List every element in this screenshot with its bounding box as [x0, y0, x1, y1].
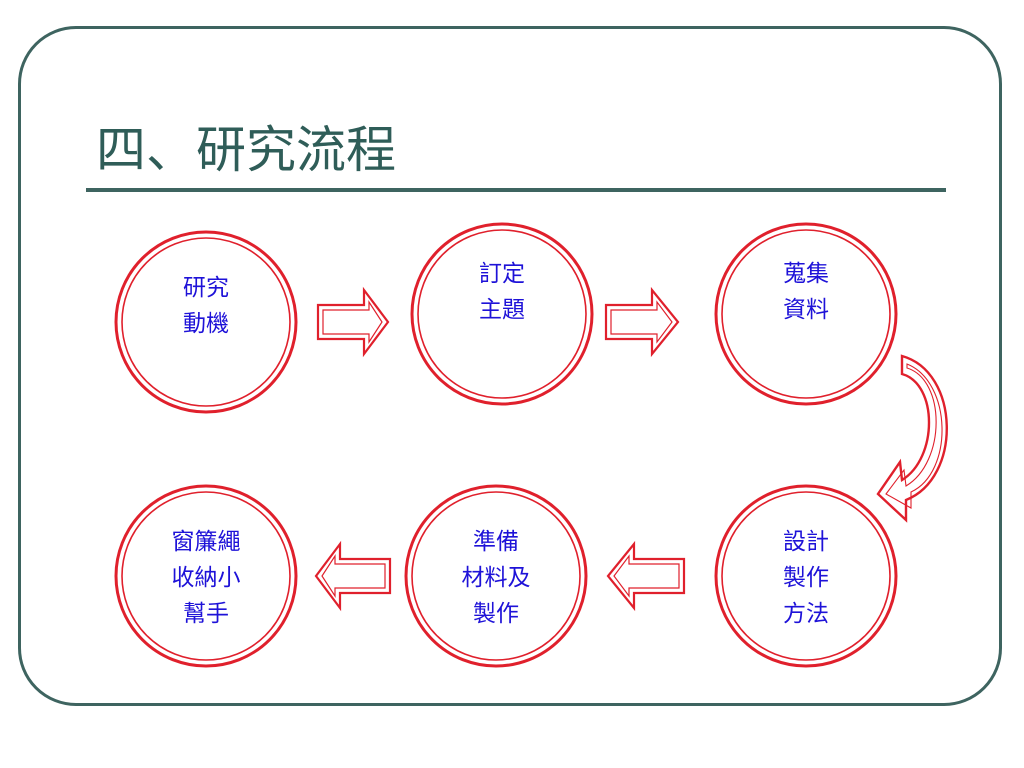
step-label-line: 材料及 [461, 565, 531, 591]
step-circle-5 [404, 484, 588, 668]
arrow-left-icon [606, 540, 686, 612]
slide-frame [18, 26, 1002, 706]
step-circle-6 [114, 484, 298, 668]
step-label-line: 窗簾繩 [171, 529, 241, 555]
curved-down-arrow-icon [876, 354, 948, 523]
step-label-line: 設計 [783, 529, 829, 555]
step-label-line: 蒐集 [783, 261, 829, 287]
step-label-line: 資料 [783, 297, 829, 323]
step-label-design-method: 設計 製作 方法 [756, 524, 856, 632]
step-label-set-topic: 訂定 主題 [452, 256, 552, 328]
step-label-line: 研究 [183, 275, 229, 301]
step-circle-3 [714, 222, 898, 406]
step-label-line: 製作 [473, 601, 519, 627]
step-label-research-motivation: 研究 動機 [156, 270, 256, 342]
step-label-line: 主題 [479, 297, 525, 323]
arrow-right-icon [316, 286, 390, 358]
step-label-line: 方法 [783, 601, 829, 627]
title-underline [86, 188, 946, 192]
step-label-line: 收納小 [171, 565, 241, 591]
step-label-line: 準備 [473, 529, 519, 555]
step-label-line: 製作 [783, 565, 829, 591]
step-label-prepare-materials: 準備 材料及 製作 [446, 524, 546, 632]
step-circle-2 [410, 222, 594, 406]
step-circle-1 [114, 230, 298, 414]
arrow-left-icon [314, 540, 392, 612]
step-label-line: 幫手 [183, 601, 229, 627]
arrow-right-icon [604, 286, 680, 358]
slide-title: 四、研究流程 [96, 121, 396, 179]
step-label-line: 動機 [183, 311, 229, 337]
step-label-collect-data: 蒐集 資料 [756, 256, 856, 328]
step-circle-4 [714, 484, 898, 668]
step-label-curtain-cord-helper: 窗簾繩 收納小 幫手 [146, 524, 266, 632]
step-label-line: 訂定 [479, 261, 525, 287]
